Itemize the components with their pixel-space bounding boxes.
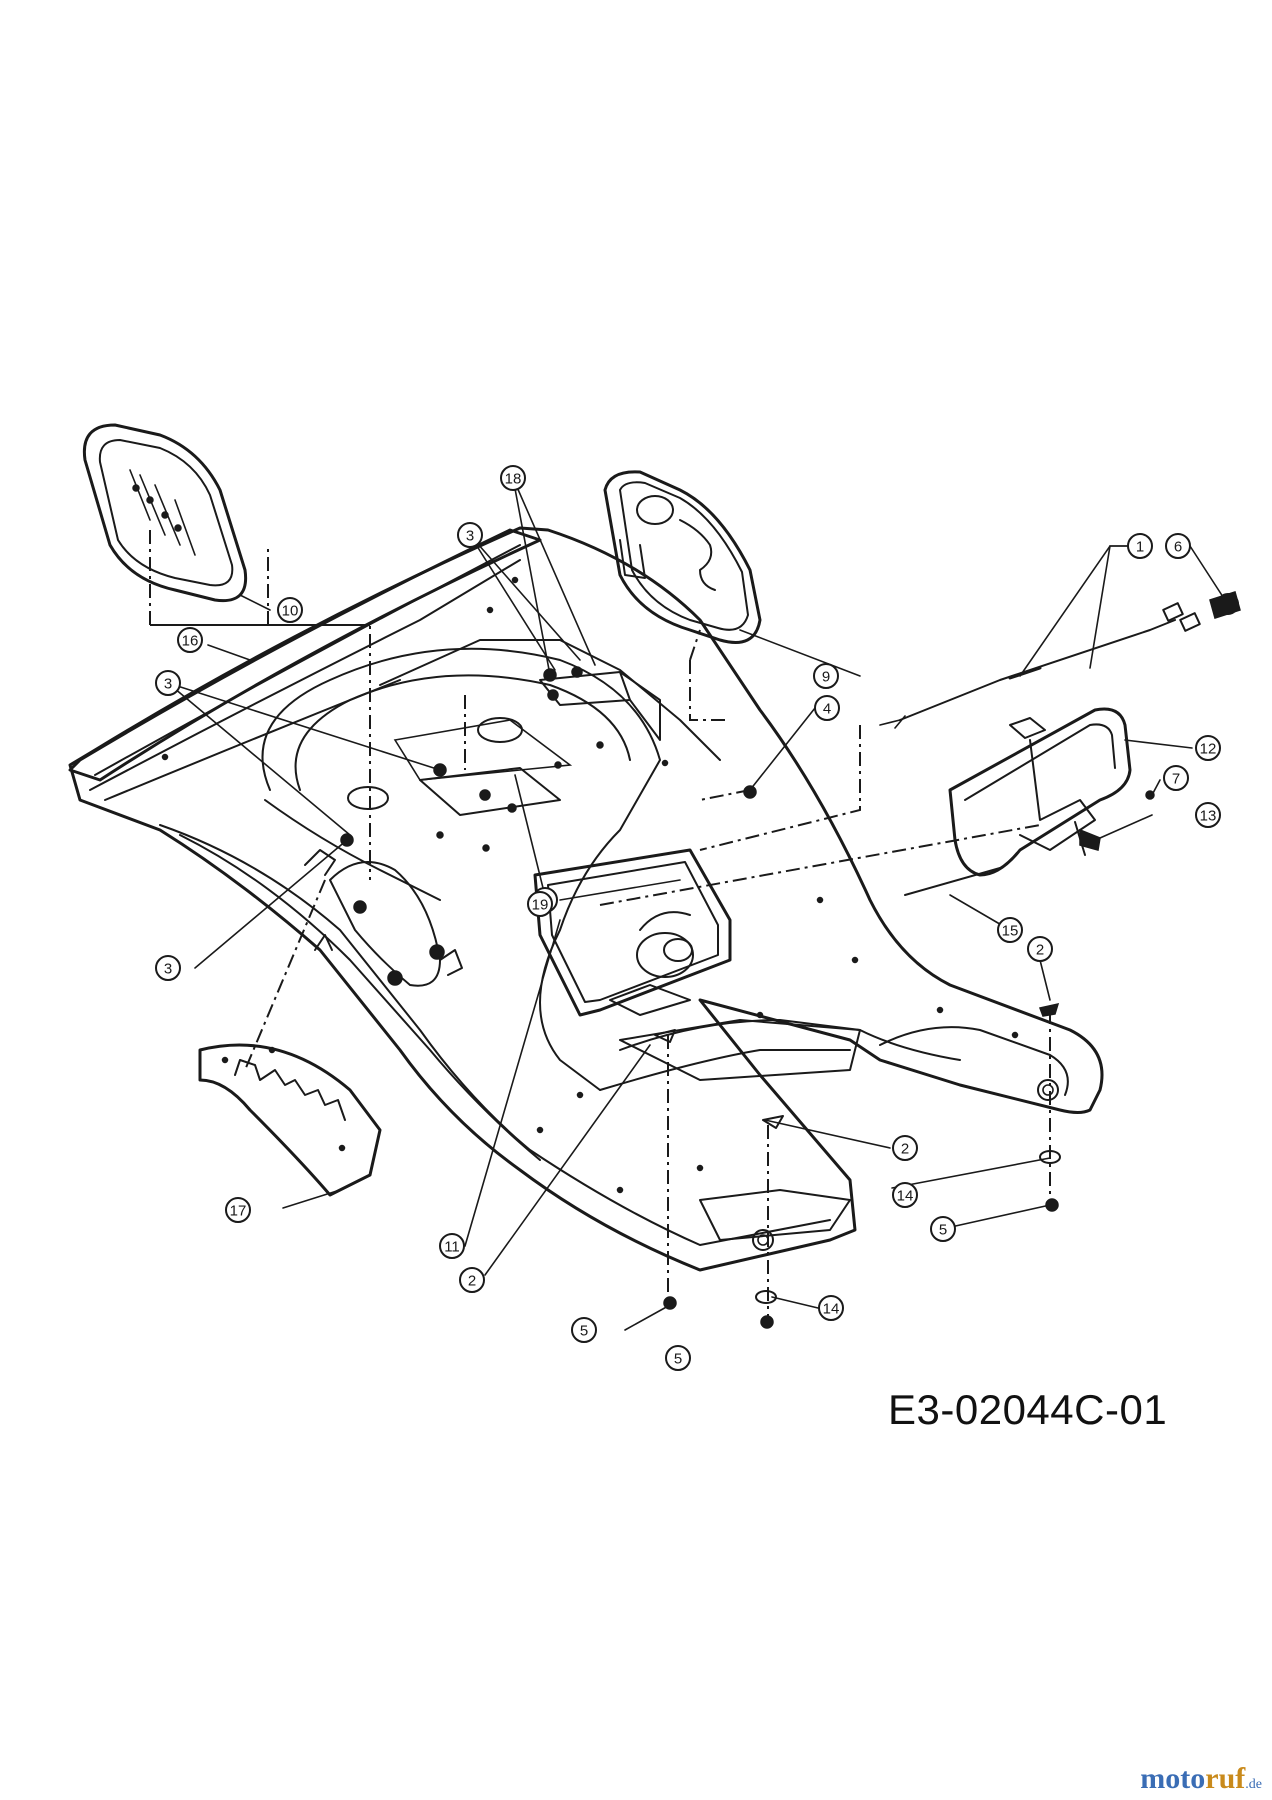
hardware (340, 666, 1155, 1329)
callout: 16 (177, 627, 203, 653)
callout-label: 13 (1200, 808, 1217, 825)
callout: 2 (1027, 936, 1053, 962)
callout-label: 10 (282, 603, 299, 620)
watermark-part: moto (1140, 1762, 1206, 1795)
rod (904, 867, 1001, 896)
callout: 15 (997, 917, 1023, 943)
clip (1074, 821, 1101, 856)
callout: 6 (1165, 533, 1191, 559)
rear-trim-strip (68, 528, 542, 782)
callout: 18 (500, 465, 526, 491)
callout: 19 (527, 891, 553, 917)
callout-label: 17 (230, 1203, 247, 1220)
fuel-cover (948, 707, 1132, 877)
callout-label: 14 (823, 1301, 840, 1318)
callout-label: 7 (1172, 771, 1180, 788)
callouts: 1 2 2 2 3 3 3 3 (155, 465, 1221, 1371)
callout-label: 2 (468, 1273, 476, 1290)
callout: 3 (155, 670, 181, 696)
callout-label: 12 (1200, 741, 1217, 758)
drawing-code: E3-02044C-01 (888, 1386, 1168, 1433)
callout: 2 (892, 1135, 918, 1161)
cable (879, 591, 1241, 729)
callout: 13 (1195, 802, 1221, 828)
callout: 3 (155, 955, 181, 981)
callout-label: 5 (580, 1323, 588, 1340)
callout: 1 (1127, 533, 1153, 559)
callout: 17 (225, 1197, 251, 1223)
leader-lines (167, 477, 1226, 1331)
callout: 4 (814, 695, 840, 721)
callout-label: 5 (674, 1351, 682, 1368)
callout: 12 (1195, 735, 1221, 761)
callout-label: 5 (939, 1222, 947, 1239)
watermark-part: .de (1245, 1777, 1262, 1792)
callout-label: 2 (1036, 942, 1044, 959)
callout-label: 3 (164, 961, 172, 978)
callout-label: 19 (532, 897, 549, 914)
console-opening (533, 848, 732, 1017)
callout: 11 (439, 1233, 465, 1259)
callout-label: 2 (901, 1141, 909, 1158)
right-tray (603, 470, 762, 644)
callout: 14 (818, 1295, 844, 1321)
left-tray (82, 423, 248, 603)
callout-label: 9 (822, 669, 830, 686)
fender-body (68, 526, 1104, 1272)
callout-label: 18 (505, 471, 522, 488)
watermark-logo: motoruf.de (1140, 1762, 1262, 1796)
callout-label: 1 (1136, 539, 1144, 556)
callout-label: 3 (164, 676, 172, 693)
assembly-lines (149, 530, 1051, 1320)
callout: 10 (277, 597, 303, 623)
callout: 2 (459, 1267, 485, 1293)
callout: 5 (665, 1345, 691, 1371)
watermark-part: ruf (1205, 1762, 1246, 1795)
mount-plate (198, 1043, 382, 1197)
callout-label: 15 (1002, 923, 1019, 940)
callout: 7 (1163, 765, 1189, 791)
callout-label: 16 (182, 633, 199, 650)
callout-label: 3 (466, 528, 474, 545)
callout: 3 (457, 522, 483, 548)
callout-label: 11 (444, 1239, 460, 1256)
callout: 5 (930, 1216, 956, 1242)
callout: 9 (813, 663, 839, 689)
side-bracket (304, 849, 463, 987)
callout-label: 6 (1174, 539, 1182, 556)
callout: 14 (892, 1182, 918, 1208)
callout-label: 14 (897, 1188, 914, 1205)
callout: 5 (571, 1317, 597, 1343)
callout-label: 4 (823, 701, 831, 718)
